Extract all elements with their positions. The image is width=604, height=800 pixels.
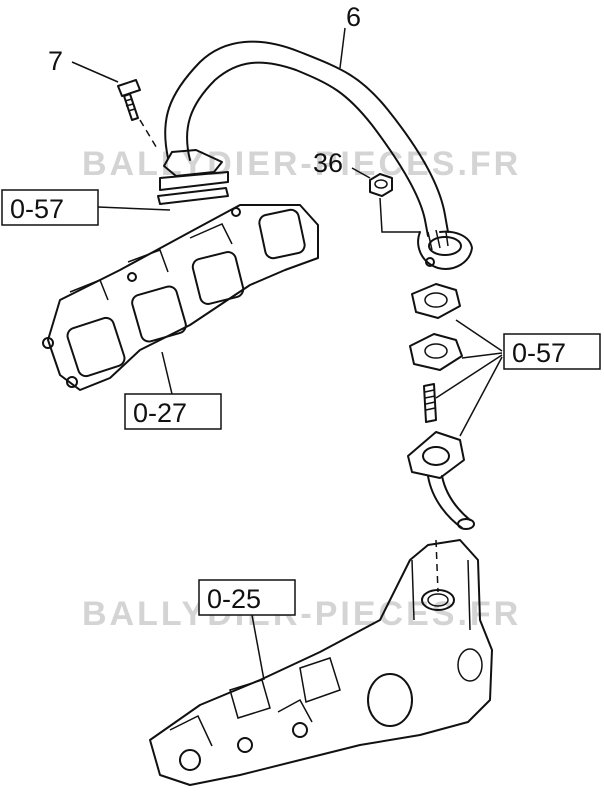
egr-pipe[interactable]: [159, 40, 473, 270]
leader-gasket-upper: [97, 206, 171, 211]
callout-bolt: 7: [48, 46, 63, 76]
nut-guide-line: [379, 197, 420, 233]
ref-label-exhaust-manifold: 0-27: [133, 398, 187, 428]
ref-box-intake-manifold[interactable]: 0-25: [198, 579, 296, 616]
gasket-right-1[interactable]: [411, 283, 461, 319]
leader-gasket-r2: [461, 352, 503, 359]
nut[interactable]: [369, 173, 393, 197]
gasket-right-2[interactable]: [409, 333, 463, 371]
leader-gasket-r1: [455, 319, 503, 352]
leader-pipe: [339, 27, 346, 69]
watermark-upper: BALLYDIER-PIECES.FR: [82, 145, 521, 183]
ref-box-gaskets-right[interactable]: 0-57: [503, 333, 601, 370]
exhaust-manifold[interactable]: [42, 204, 319, 391]
leader-stud: [435, 354, 503, 399]
ref-box-gasket-upper[interactable]: 0-57: [1, 189, 99, 226]
leader-intake-manifold: [251, 614, 265, 681]
ref-box-exhaust-manifold[interactable]: 0-27: [124, 393, 222, 430]
ref-label-gasket-upper: 0-57: [10, 194, 64, 224]
gasket-upper[interactable]: [157, 187, 229, 205]
watermark-lower: BALLYDIER-PIECES.FR: [82, 595, 521, 633]
callout-nut: 36: [313, 148, 343, 178]
intake-manifold[interactable]: [149, 539, 493, 786]
leader-bolt: [71, 61, 119, 83]
leader-nut: [351, 167, 371, 179]
bolt-guide-line: [139, 119, 159, 151]
bolt[interactable]: [117, 79, 141, 121]
leader-adapter: [459, 356, 503, 437]
stud[interactable]: [423, 383, 437, 423]
ref-label-intake-manifold: 0-25: [207, 584, 261, 614]
ref-label-gaskets-right: 0-57: [512, 338, 566, 368]
egr-adapter[interactable]: [407, 431, 475, 530]
intake-guide-line: [435, 539, 439, 593]
callout-pipe: 6: [346, 2, 361, 32]
leader-exhaust-manifold: [161, 351, 173, 395]
